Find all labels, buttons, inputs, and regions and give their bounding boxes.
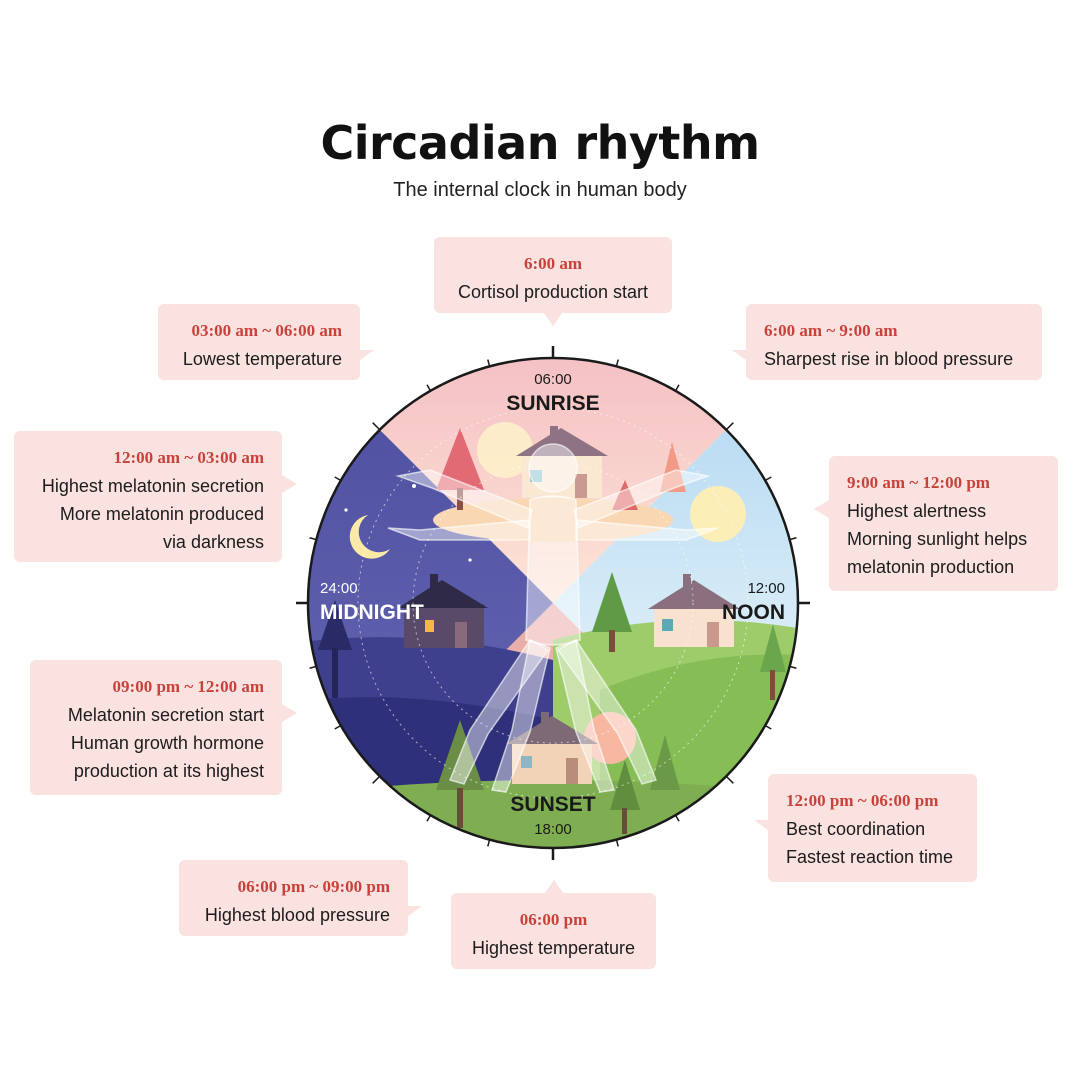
callout-time: 12:00 am ~ 03:00 am	[113, 448, 265, 467]
clock-tick	[372, 775, 381, 784]
clock-tick	[789, 665, 797, 669]
clock-tick	[487, 359, 491, 367]
clock-time-left: 24:00	[320, 580, 358, 597]
callout-text: Cortisol production start	[457, 282, 649, 302]
clock-tick	[309, 665, 317, 669]
tree-icon	[592, 572, 632, 632]
clock-tick	[725, 422, 734, 431]
clock-tick	[725, 775, 734, 784]
clock-tick	[334, 724, 342, 730]
callout-text: Highest blood pressure	[204, 905, 390, 925]
callout-time: 12:00 pm ~ 06:00 pm	[786, 791, 939, 810]
clock-ticks	[296, 346, 810, 860]
house-icon	[398, 574, 488, 648]
clock-tick	[615, 359, 619, 367]
callout-time: 9:00 am ~ 12:00 pm	[847, 473, 990, 492]
clock-time-bottom: 18:00	[534, 821, 572, 838]
callout-text: Highest alertness	[847, 501, 987, 521]
clock-tick	[309, 537, 317, 541]
clock-tick	[789, 537, 797, 541]
callout-time: 6:00 am	[523, 254, 583, 273]
clock-label-sunrise: SUNRISE	[506, 392, 599, 415]
callout-time: 06:00 pm	[519, 910, 588, 929]
callout-text: Sharpest rise in blood pressure	[764, 349, 1014, 369]
sun-icon	[584, 712, 636, 764]
clock-tick	[487, 839, 491, 847]
callout-text: Best coordination	[786, 819, 926, 839]
callout-text: Highest temperature	[471, 938, 636, 958]
callout-text: Morning sunlight helps	[847, 529, 1028, 549]
callout-time: 03:00 am ~ 06:00 am	[191, 321, 343, 340]
callout-highest-blood-pressure: 06:00 pm ~ 09:00 pm Highest blood pressu…	[179, 860, 422, 936]
clock-label-noon: NOON	[722, 601, 785, 624]
callout-coordination: 12:00 pm ~ 06:00 pm Best coordination Fa…	[754, 774, 977, 882]
clock-tick	[764, 476, 772, 482]
tree-icon	[318, 600, 352, 650]
clock-tick	[372, 422, 381, 431]
house-icon	[506, 712, 598, 784]
callout-time: 09:00 pm ~ 12:00 am	[112, 677, 264, 696]
callout-alertness: 9:00 am ~ 12:00 pm Highest alertness Mor…	[814, 456, 1058, 591]
clock-tick	[426, 384, 432, 392]
clock-label-sunset: SUNSET	[510, 793, 595, 816]
page-title: Circadian rhythm	[320, 116, 760, 170]
clock-tick	[764, 724, 772, 730]
sun-icon	[690, 486, 746, 542]
callout-text: via darkness	[162, 532, 264, 552]
callout-time: 6:00 am ~ 9:00 am	[764, 321, 898, 340]
moon-icon	[349, 515, 390, 559]
clock-tick	[674, 814, 680, 822]
clock-tick	[615, 839, 619, 847]
callout-melatonin-start: 09:00 pm ~ 12:00 am Melatonin secretion …	[30, 660, 297, 795]
clock-time-top: 06:00	[534, 371, 572, 388]
sun-icon	[477, 422, 533, 478]
callout-text: melatonin production	[847, 557, 1015, 577]
house-icon	[648, 574, 740, 647]
callout-time: 06:00 pm ~ 09:00 pm	[237, 877, 390, 896]
callout-text: Melatonin secretion start	[67, 705, 264, 725]
callout-text: Human growth hormone	[70, 733, 264, 753]
callout-text: More melatonin produced	[59, 504, 264, 524]
clock-tick	[426, 814, 432, 822]
clock-tick	[674, 384, 680, 392]
callout-blood-pressure-rise: 6:00 am ~ 9:00 am Sharpest rise in blood…	[732, 304, 1042, 380]
clock-tick	[334, 476, 342, 482]
callout-text: Highest melatonin secretion	[41, 476, 264, 496]
callout-melatonin-highest: 12:00 am ~ 03:00 am Highest melatonin se…	[14, 431, 297, 562]
human-figure-icon	[387, 443, 719, 793]
page-subtitle: The internal clock in human body	[393, 179, 687, 201]
callout-text: production at its highest	[73, 761, 264, 781]
callout-text: Fastest reaction time	[786, 847, 954, 867]
tree-icon	[436, 428, 484, 490]
clock-label-midnight: MIDNIGHT	[320, 601, 424, 624]
callout-cortisol: 6:00 am Cortisol production start	[434, 237, 672, 326]
callout-highest-temperature: 06:00 pm Highest temperature	[451, 880, 656, 969]
callout-lowest-temperature: 03:00 am ~ 06:00 am Lowest temperature	[158, 304, 374, 380]
callout-text: Lowest temperature	[182, 349, 342, 369]
clock-time-right: 12:00	[747, 580, 785, 597]
